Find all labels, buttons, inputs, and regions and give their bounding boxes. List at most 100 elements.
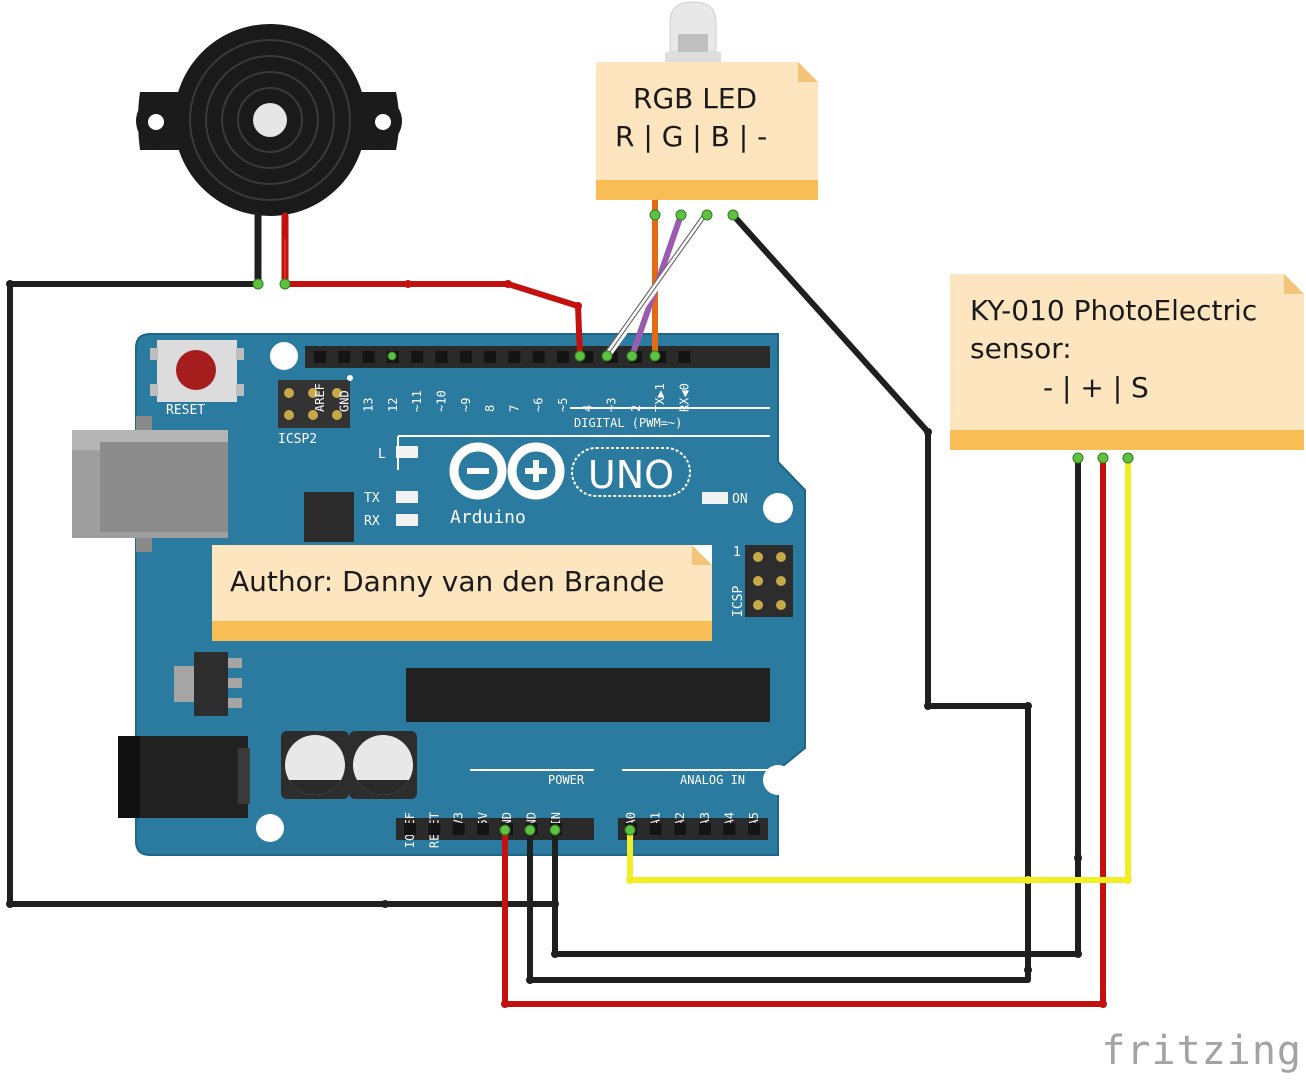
pin-label: 13 [362,398,376,412]
led-l-label: L [378,447,386,462]
header-pin [748,823,760,835]
pin-label: RX◀0 [678,383,692,412]
pin-label: A4 [722,812,736,826]
rgb-led-body [665,1,721,62]
pin-label: GND [337,390,351,412]
pin-label: TX▶1 [653,383,667,412]
rgb-led-note-title: RGB LED [633,82,758,115]
pin-label: A2 [673,812,687,826]
pin-label: ~6 [532,398,546,412]
mounting-hole [256,814,284,842]
piezo-buzzer [136,24,402,216]
sensor-note-subtitle: sensor: [970,332,1072,365]
header-pin [484,351,497,363]
header-pin [404,823,416,835]
header-pin [428,823,441,835]
led-rx [396,514,418,526]
digital-header [305,346,770,368]
pin-label: A0 [624,812,638,826]
analog-label: ANALOG IN [680,773,745,787]
header-pin [459,351,472,363]
usb-chip [304,492,354,542]
header-pin [435,351,448,363]
icsp-header [745,545,793,617]
voltage-regulator [174,652,242,716]
header-pin [698,823,711,835]
icsp-label: ICSP [731,586,746,617]
reset-label: RESET [166,403,205,418]
power-label: POWER [548,773,585,787]
wire-endpoints [252,209,1134,836]
power-header [396,818,594,840]
header-pin [674,823,687,835]
pin-label: A1 [649,812,663,826]
rgb-led-note: RGB LED R | G | B | - [596,62,818,200]
pin-label: 5V [476,812,490,826]
pin-label: AREF [313,383,327,412]
note-corner [692,545,712,565]
led-on [702,492,728,504]
wire-sensor-signal-a0 [627,455,1131,883]
header-pin [338,351,351,363]
mounting-hole [763,493,793,523]
pin-label: 7 [507,405,521,412]
led-l [396,446,418,458]
uno-badge [571,447,691,497]
header-pin [314,351,326,363]
wire-buzzer-pin7 [282,281,583,359]
fritzing-watermark: fritzing [1101,1028,1302,1074]
header-pin [723,823,736,835]
uno-label: UNO [588,453,674,497]
rgb-led-note-pins: R | G | B | - [615,120,768,153]
note-corner [1284,274,1304,294]
sensor-note: KY-010 PhotoElectric sensor: - | + | S [950,274,1304,450]
mounting-hole [270,342,298,370]
icsp-pin1-label: 1 [733,545,741,560]
atmega-chip [406,668,770,722]
mounting-hole [763,765,793,795]
header-pin [452,823,465,835]
led-on-label: ON [732,492,748,507]
author-note-text: Author: Danny van den Brande [230,565,665,598]
icsp2-header [278,375,353,428]
header-pin [532,351,545,363]
arduino-logo [449,442,565,500]
sensor-note-title: KY-010 PhotoElectric [970,294,1258,327]
sensor-note-pins: - | + | S [1043,371,1149,404]
pin-label: ~3 [605,398,619,412]
led-tx [396,491,418,503]
analog-header [618,818,768,840]
pin-label: ~10 [435,390,449,412]
pin-label: A5 [747,812,761,826]
pin-label: A3 [698,812,712,826]
pin-label: ~9 [459,398,473,412]
author-note: Author: Danny van den Brande [212,545,712,641]
dc-jack [118,736,250,818]
header-pin [476,823,489,835]
note-bar [950,430,1304,450]
header-pin [508,351,521,363]
wire-sensor-5v [502,455,1106,1007]
header-pin [649,823,662,835]
header-pin [362,351,375,363]
capacitor [281,731,349,799]
digital-label: DIGITAL (PWM=~) [574,416,682,430]
usb-connector [72,416,228,552]
analog-pin-labels: A0 A1 A2 A3 A4 A5 [624,812,761,826]
pin-label: 12 [386,398,400,412]
note-corner [798,62,818,82]
reset-button [150,340,244,402]
arduino-uno-board: RESET ICSP2 AREFGND1312~11~10~987~6~54~3… [72,333,806,856]
wire-sensor-gnd [552,455,1081,957]
header-pin [557,351,569,363]
pin-label: ~5 [556,398,570,412]
note-bar [596,180,818,200]
led-rx-label: RX [364,514,380,529]
header-pin [678,351,691,363]
wires [6,195,1132,1008]
header-pin [411,351,424,363]
note-bar [212,621,712,641]
icsp2-label: ICSP2 [278,432,317,447]
